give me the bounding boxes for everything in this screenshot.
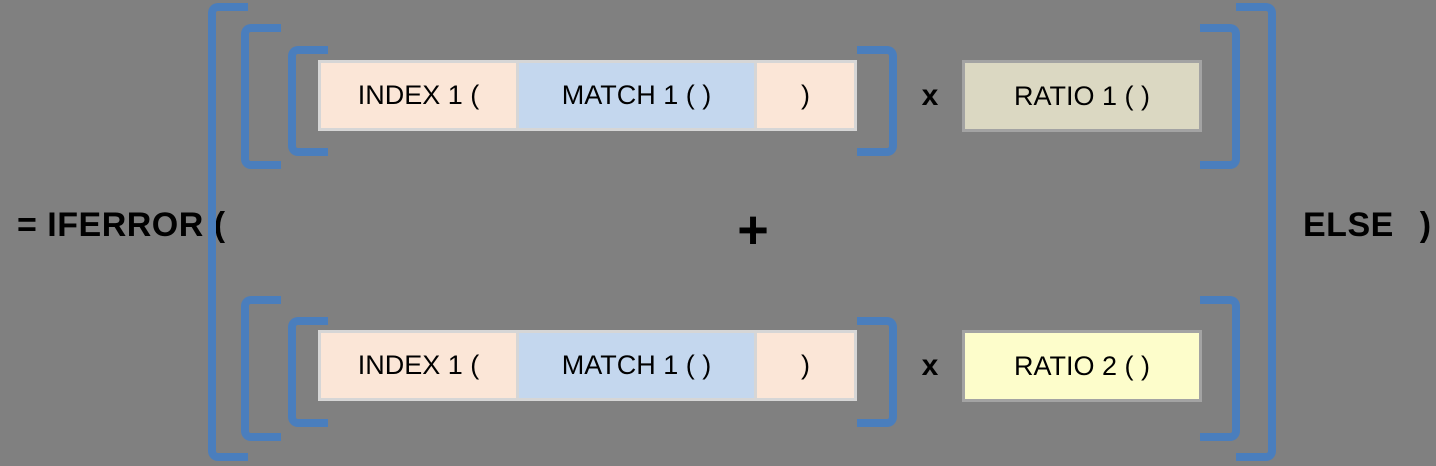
term2-index-match-row: INDEX 1 ( MATCH 1 ( ) ) [318, 330, 857, 401]
term2-index-box: INDEX 1 ( [318, 330, 519, 401]
term2-group-close-bracket [1200, 296, 1240, 441]
term1-multiply-operator: x [921, 78, 939, 112]
term1-ratio-box: RATIO 1 ( ) [962, 60, 1202, 132]
outer-open-bracket [208, 3, 248, 461]
term2-group-open-bracket [241, 296, 281, 441]
term1-group-open-bracket [241, 24, 281, 169]
term1-index-open-bracket [288, 46, 328, 156]
term2-index-close-bracket [857, 317, 897, 427]
else-suffix-label: ELSE ) [1303, 206, 1432, 244]
plus-operator: + [737, 200, 769, 260]
term2-multiply-operator: x [921, 348, 939, 382]
term1-group-close-bracket [1200, 24, 1240, 169]
term1-match-box: MATCH 1 ( ) [516, 60, 757, 131]
term1-index-box: INDEX 1 ( [318, 60, 519, 131]
term2-ratio-box: RATIO 2 ( ) [962, 330, 1202, 402]
term1-close-paren-box: ) [754, 60, 857, 131]
term1-index-match-row: INDEX 1 ( MATCH 1 ( ) ) [318, 60, 857, 131]
term2-match-box: MATCH 1 ( ) [516, 330, 757, 401]
term2-close-paren-box: ) [754, 330, 857, 401]
term2-index-open-bracket [288, 317, 328, 427]
iferror-prefix-label: = IFERROR ( [17, 206, 226, 244]
outer-close-bracket [1236, 3, 1276, 461]
term1-index-close-bracket [857, 46, 897, 156]
